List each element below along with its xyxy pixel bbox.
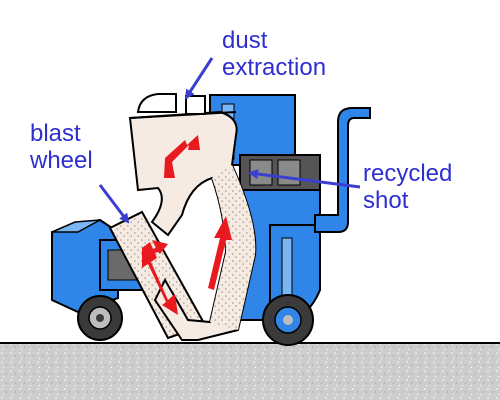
push-handle <box>314 107 371 233</box>
label-line: dust <box>222 27 268 54</box>
label-line: shot <box>363 187 409 214</box>
label-line: recycled <box>363 160 453 187</box>
front-wheel-icon <box>77 295 123 341</box>
shot-flow-arrow-icon <box>141 135 232 315</box>
label-line: blast <box>30 120 81 147</box>
label-line: extraction <box>222 54 327 81</box>
dust-extraction-pointer <box>184 57 214 100</box>
label-line: wheel <box>30 147 93 174</box>
label-blast-wheel: blast wheel <box>30 120 93 174</box>
recycled-shot-pointer <box>248 169 361 189</box>
blast-wheel-pointer <box>98 184 130 224</box>
rear-wheel-icon <box>262 294 314 346</box>
label-pointer-arrow-icon <box>98 57 361 224</box>
label-dust-extraction: dust extraction <box>222 27 326 81</box>
recycling-cabinet <box>209 94 321 326</box>
ground-surface <box>0 343 500 400</box>
label-recycled-shot: recycled shot <box>363 160 452 214</box>
dust-cap <box>136 93 177 113</box>
